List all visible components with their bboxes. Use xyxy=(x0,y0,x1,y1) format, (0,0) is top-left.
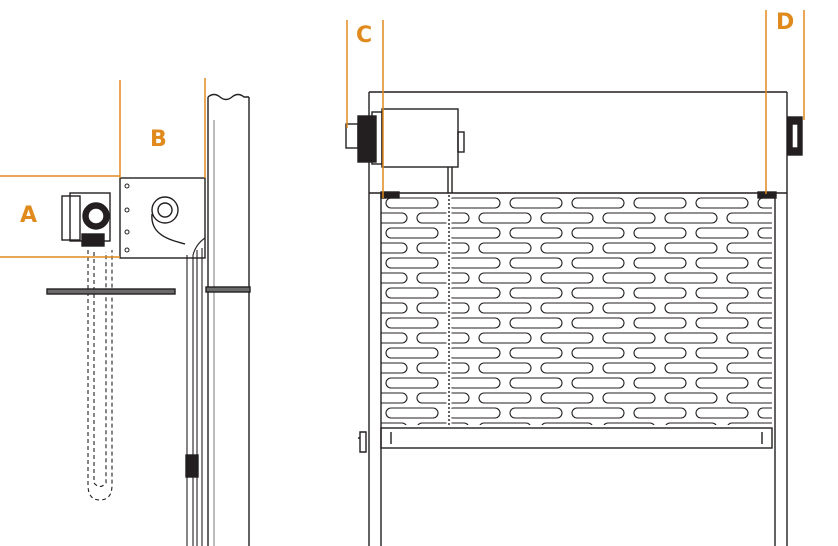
drum-outer xyxy=(151,196,179,224)
dimension-label-b: B xyxy=(150,127,167,152)
side-motor xyxy=(61,192,111,247)
drum-cable xyxy=(151,213,186,245)
post-lock xyxy=(358,431,367,453)
front-motor xyxy=(345,108,465,193)
dimension-lines xyxy=(0,10,805,258)
dim-b-lines xyxy=(119,78,206,178)
dim-a-lines xyxy=(0,175,120,258)
operator-housing xyxy=(119,177,206,259)
side-view xyxy=(46,93,251,546)
front-view xyxy=(345,91,803,546)
drum-inner xyxy=(157,202,173,218)
dimension-label-a: A xyxy=(20,203,38,228)
wall-column xyxy=(207,93,250,546)
floor-plates xyxy=(46,286,251,295)
dim-d-lines xyxy=(765,10,805,194)
right-end-bracket xyxy=(787,116,803,156)
side-rails xyxy=(186,237,206,546)
bottom-bar xyxy=(380,427,773,449)
housing-holes xyxy=(124,183,130,253)
grille-curtain xyxy=(381,195,772,425)
dim-c-lines xyxy=(346,20,384,198)
rail-bracket xyxy=(185,454,199,478)
slat-profile xyxy=(87,250,113,501)
dimension-label-c: C xyxy=(356,23,373,48)
dimension-label-d: D xyxy=(776,10,795,35)
